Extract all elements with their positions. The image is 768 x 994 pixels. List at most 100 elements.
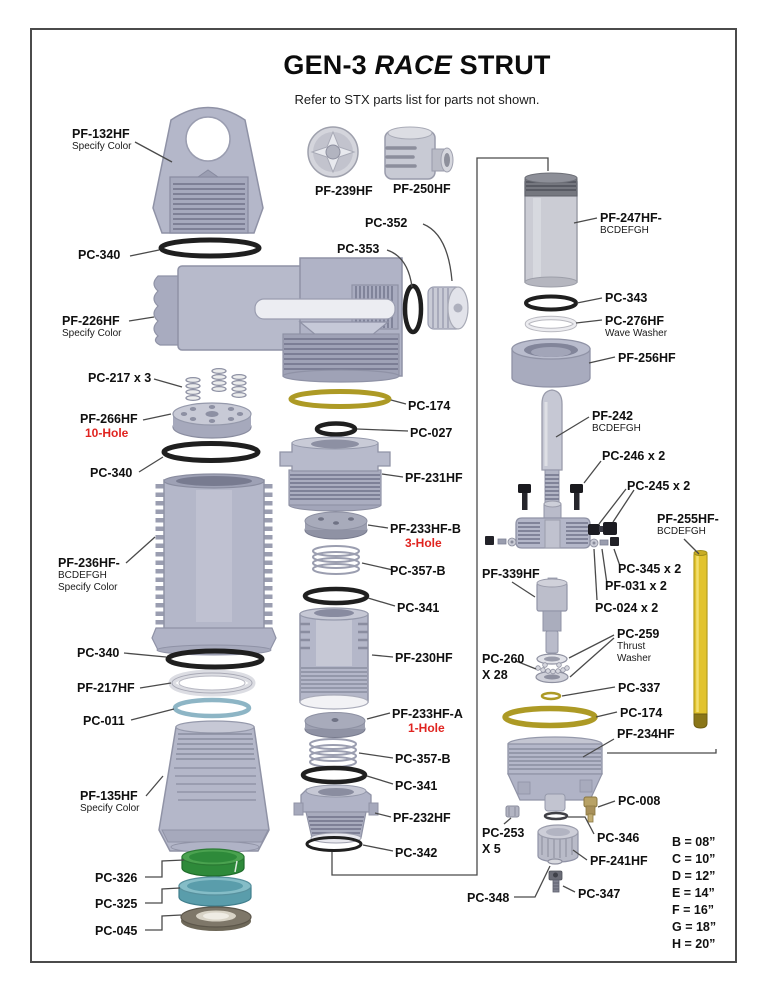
label-pc-045: PC-045 [95, 924, 137, 938]
label-pc-174-2: PC-174 [620, 706, 662, 720]
label-pf-242: PF-242 BCDEFGH [592, 409, 641, 435]
pf-135hf-part [158, 720, 270, 853]
label-pc-027: PC-027 [410, 426, 452, 440]
part-note-2: Washer [617, 652, 652, 664]
label-pc-260: PC-260 X 28 [482, 652, 524, 683]
pf-233hf-a-disc [304, 712, 366, 738]
part-number: PF-031 x 2 [605, 579, 667, 593]
rod-routing-line [607, 749, 717, 754]
label-pc-352: PC-352 [365, 216, 407, 230]
part-number: PF-231HF [405, 471, 463, 485]
pf-241hf-part [537, 824, 579, 863]
pf-239hf-part [307, 126, 359, 178]
label-pf-247hf: PF-247HF- BCDEFGH [600, 211, 662, 237]
part-number: PF-233HF-A [392, 707, 463, 721]
pc-346-ring [543, 811, 569, 821]
part-note: Specify Color [62, 328, 122, 340]
part-number: PF-256HF [618, 351, 676, 365]
label-pc-340-2: PC-340 [90, 466, 132, 480]
label-pf-230hf: PF-230HF [395, 651, 453, 665]
pf-255hf-rod [693, 550, 708, 729]
label-pf-031: PF-031 x 2 [605, 579, 667, 593]
pf-266hf-part [172, 402, 252, 439]
pc-337-ring [540, 691, 562, 701]
label-pc-253: PC-253 X 5 [482, 826, 524, 857]
label-pc-024: PC-024 x 2 [595, 601, 658, 615]
part-note-2: Specify Color [58, 581, 118, 593]
pf-231hf-part [279, 436, 391, 512]
label-pc-276hf: PC-276HF Wave Washer [605, 314, 667, 340]
label-pc-343: PC-343 [605, 291, 647, 305]
part-number: PF-255HF- [657, 512, 719, 526]
pc-217-springs [185, 367, 247, 402]
title-italic: RACE [374, 50, 452, 80]
pc-353-oring [402, 283, 424, 335]
part-number: PF-339HF [482, 567, 540, 581]
label-pc-245: PC-245 x 2 [627, 479, 690, 493]
size-option-c: C = 10” [672, 852, 716, 866]
part-number: PF-217HF [77, 681, 135, 695]
pc-027-oring [314, 421, 358, 437]
pf-226hf-part [153, 257, 403, 383]
part-number: PC-342 [395, 846, 438, 860]
part-number: PC-217 x 3 [88, 371, 152, 385]
label-pf-217hf: PF-217HF [77, 681, 135, 695]
part-number: PF-247HF- [600, 211, 662, 225]
part-number: PC-352 [365, 216, 408, 230]
label-pc-246: PC-246 x 2 [602, 449, 665, 463]
pf-339hf-part [536, 577, 568, 654]
part-variant: 3-Hole [405, 536, 442, 551]
label-pc-174-1: PC-174 [408, 399, 450, 413]
pc-326-ring [181, 848, 245, 877]
part-number: PC-346 [597, 831, 640, 845]
part-number: PC-341 [395, 779, 438, 793]
pc-342-oring [305, 836, 363, 852]
label-pc-217: PC-217 x 3 [88, 371, 151, 385]
pc-348-ring [547, 858, 563, 865]
label-pf-266hf: PF-266HF 10-Hole [80, 412, 138, 441]
pc-340-oring-3 [165, 648, 265, 670]
label-pf-241hf: PF-241HF [590, 854, 648, 868]
part-number: PF-234HF [617, 727, 675, 741]
part-number: PF-242 [592, 409, 633, 423]
pc-253-part [505, 805, 520, 818]
part-note: Specify Color [80, 803, 140, 815]
part-number: PF-236HF- [58, 556, 120, 570]
part-number: PC-276HF [605, 314, 665, 328]
part-number: PC-326 [95, 871, 138, 885]
pc-352-part [427, 286, 469, 330]
part-number: PC-253 [482, 826, 525, 840]
pf-250hf-part [384, 126, 454, 180]
part-number: PC-343 [605, 291, 648, 305]
pc-246-bolts [518, 484, 583, 510]
label-pc-342: PC-342 [395, 846, 437, 860]
part-number: PC-027 [410, 426, 453, 440]
part-number: PC-174 [620, 706, 663, 720]
part-number: PC-045 [95, 924, 138, 938]
pf-247hf-part [524, 172, 578, 288]
part-number: PC-357-B [390, 564, 446, 578]
pc-260-balls [535, 662, 570, 675]
part-number: PF-232HF [393, 811, 451, 825]
part-note: BCDEFGH [592, 423, 641, 435]
part-note: BCDEFGH [600, 225, 649, 237]
part-qty: X 5 [482, 842, 501, 857]
part-number: PF-239HF [315, 184, 373, 198]
pc-341-oring-2 [300, 765, 368, 785]
part-number: PC-259 [617, 627, 660, 641]
part-number: PC-174 [408, 399, 451, 413]
part-variant: 10-Hole [85, 426, 129, 441]
pc-174-oring-2 [502, 705, 598, 729]
part-number: PF-233HF-B [390, 522, 461, 536]
pf-230hf-part [299, 607, 369, 710]
label-pf-234hf: PF-234HF [617, 727, 675, 741]
label-pf-233hf-b: PF-233HF-B 3-Hole [390, 522, 461, 551]
pc-011-ring [172, 697, 252, 719]
pc-341-oring-1 [302, 586, 370, 606]
part-number: PC-011 [83, 714, 125, 728]
pc-008-part [583, 796, 598, 823]
part-number: PF-266HF [80, 412, 138, 426]
label-pc-008: PC-008 [618, 794, 660, 808]
part-number: PF-241HF [590, 854, 648, 868]
